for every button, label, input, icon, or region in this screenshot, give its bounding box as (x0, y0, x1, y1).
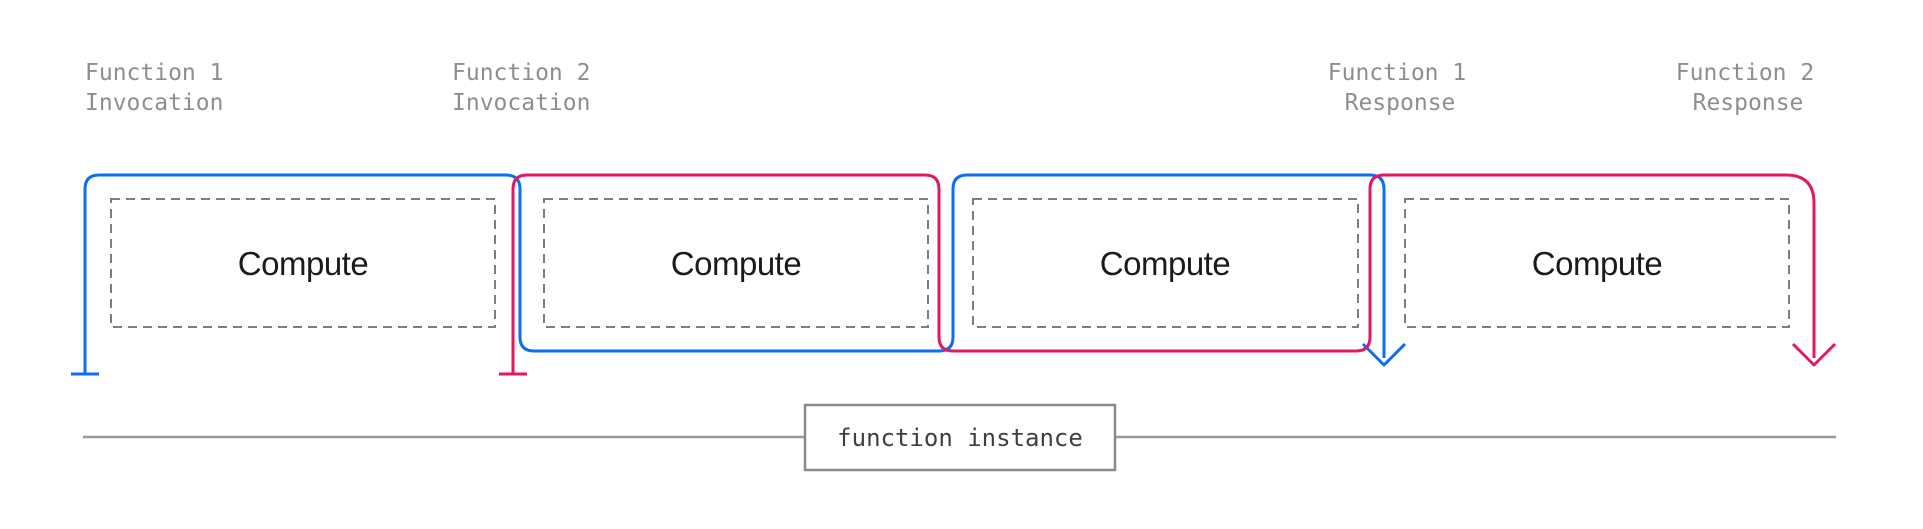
compute-box-2 (543, 198, 929, 328)
compute-box-3 (972, 198, 1359, 328)
function1-response-arrowhead-icon (1361, 342, 1407, 367)
f1-response-label-line2: Response (1345, 90, 1456, 116)
instance-label: function instance (837, 424, 1083, 452)
compute-box-4 (1404, 198, 1790, 328)
compute-boxes (110, 198, 1790, 328)
compute-box-1 (110, 198, 496, 328)
f2-invocation-label-line1: Function 2 (452, 60, 590, 86)
function1-path (83, 173, 1386, 374)
compute-label-2: Compute (671, 245, 801, 282)
compute-label-3: Compute (1100, 245, 1230, 282)
f2-response-label-line1: Function 2 (1676, 60, 1814, 86)
compute-labels: Compute Compute Compute Compute (238, 245, 1663, 282)
compute-label-4: Compute (1532, 245, 1662, 282)
f1-invocation-label-line2: Invocation (85, 90, 223, 116)
f2-response-label-line2: Response (1693, 90, 1804, 116)
f2-invocation-label-line2: Invocation (452, 90, 590, 116)
annotations: Function 1 Invocation Function 2 Invocat… (85, 60, 1814, 116)
function2-path (511, 173, 1816, 374)
f1-response-label-line1: Function 1 (1328, 60, 1466, 86)
instance-label-box (803, 403, 1117, 472)
compute-label-1: Compute (238, 245, 368, 282)
f1-invocation-label-line1: Function 1 (85, 60, 223, 86)
function2-response-arrowhead-icon (1791, 342, 1837, 367)
function1-flow (71, 173, 1407, 376)
function2-flow (499, 173, 1837, 376)
